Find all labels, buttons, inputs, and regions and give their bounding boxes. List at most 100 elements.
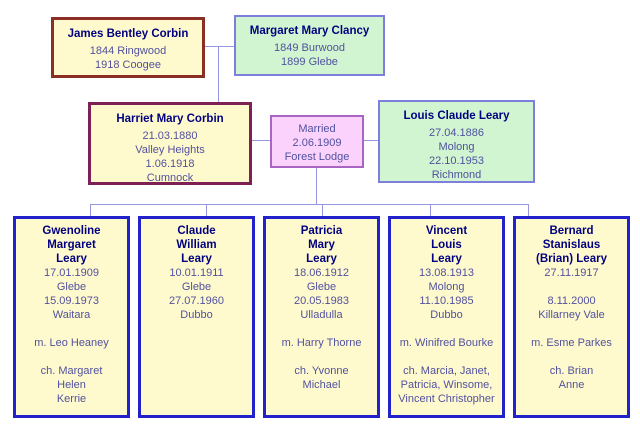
- text-line: 27.11.1917: [544, 267, 599, 279]
- connector-parents-vertical: [218, 46, 219, 102]
- text-line: 27.07.1960: [168, 295, 225, 307]
- text-line: 13.08.1913: [418, 267, 475, 279]
- text-line: [266, 322, 377, 336]
- text-line: Molong: [438, 141, 475, 153]
- text-line: [266, 350, 377, 364]
- person-name: James Bentley Corbin: [67, 28, 189, 40]
- text-line: (Brian) Leary: [536, 253, 607, 265]
- person-name: Margaret Mary Clancy: [249, 25, 370, 37]
- text-line: [391, 350, 502, 364]
- text-line: 8.11.2000: [547, 295, 596, 307]
- text-line: 18.06.1912: [293, 267, 350, 279]
- text-line: 1918 Coogee: [94, 59, 162, 71]
- text-line: 21.03.1880: [142, 130, 198, 142]
- text-line: Married: [298, 123, 336, 135]
- connector-wife-marriage: [252, 140, 270, 141]
- text-line: Forest Lodge: [284, 151, 350, 163]
- text-line: 2.06.1909: [292, 137, 342, 149]
- text-line: Louis: [431, 239, 462, 251]
- text-line: 10.01.1911: [169, 267, 224, 279]
- text-line: Helen: [57, 379, 86, 391]
- text-line: ch. Yvonne: [294, 365, 349, 377]
- text-line: Mary: [308, 239, 335, 251]
- text-line: Ulladulla: [300, 309, 343, 321]
- text-line: m. Winifred Bourke: [399, 337, 494, 349]
- text-line: Leary: [431, 253, 462, 265]
- text-line: Kerrie: [56, 393, 87, 405]
- text-line: [516, 350, 627, 364]
- text-line: Glebe: [181, 281, 212, 293]
- text-line: m. Esme Parkes: [531, 337, 612, 349]
- text-line: 27.04.1886: [428, 127, 485, 139]
- text-line: Michael: [302, 379, 341, 391]
- text-line: Dubbo: [430, 309, 463, 321]
- text-line: Stanislaus: [542, 239, 601, 251]
- text-line: Molong: [428, 281, 465, 293]
- text-line: Gwenoline: [42, 225, 101, 237]
- connector-marriage-husband: [364, 140, 378, 141]
- connector-child-stub-3: [322, 205, 323, 216]
- text-line: Waitara: [52, 309, 91, 321]
- text-line: 1899 Glebe: [281, 56, 338, 68]
- text-line: Patricia, Winsome,: [400, 379, 493, 391]
- text-line: Glebe: [56, 281, 87, 293]
- text-line: William: [176, 239, 217, 251]
- person-details: 1849 Burwood 1899 Glebe: [236, 41, 383, 69]
- connector-child-stub-4: [430, 205, 431, 216]
- text-line: Killarney Vale: [538, 309, 605, 321]
- connector-children-bus: [90, 204, 529, 205]
- person-name: Louis Claude Leary: [403, 110, 510, 122]
- text-line: m. Leo Heaney: [34, 337, 109, 349]
- text-line: Richmond: [431, 169, 482, 181]
- text-line: 1.06.1918: [145, 158, 195, 170]
- text-line: Cumnock: [146, 172, 194, 184]
- connector-child-stub-5: [528, 205, 529, 216]
- text-line: 1849 Burwood: [274, 42, 345, 54]
- text-line: Leary: [306, 253, 337, 265]
- connector-child-stub-1: [90, 205, 91, 216]
- text-line: 17.01.1909: [43, 267, 100, 279]
- text-line: ch. Margaret: [40, 365, 103, 377]
- text-line: Margaret: [47, 239, 96, 251]
- text-line: Vincent: [425, 225, 468, 237]
- text-line: [516, 280, 627, 294]
- connector-marriage-down: [316, 168, 317, 204]
- text-line: Bernard: [549, 225, 594, 237]
- text-line: Dubbo: [180, 309, 213, 321]
- person-name: Harriet Mary Corbin: [116, 113, 224, 125]
- connector-child-stub-2: [206, 205, 207, 216]
- text-line: [16, 350, 127, 364]
- text-line: Vincent Christopher: [398, 393, 495, 405]
- text-line: 22.10.1953: [428, 155, 485, 167]
- text-line: Patricia: [300, 225, 343, 237]
- text-line: [16, 322, 127, 336]
- text-line: Glebe: [306, 281, 337, 293]
- text-line: [516, 322, 627, 336]
- text-line: 11.10.1985: [419, 295, 474, 307]
- connector-parents-horizontal: [205, 46, 234, 47]
- text-line: Leary: [56, 253, 87, 265]
- text-line: [391, 322, 502, 336]
- text-line: Leary: [181, 253, 212, 265]
